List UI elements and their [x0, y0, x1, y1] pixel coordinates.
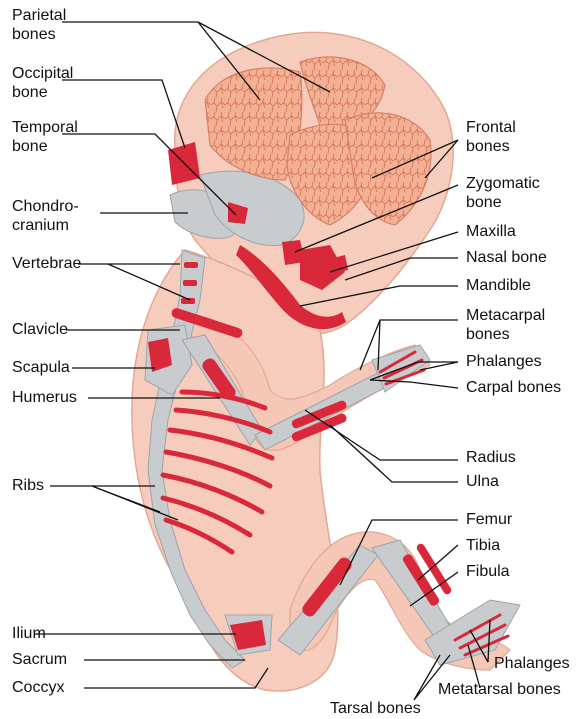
label-maxilla: Maxilla [466, 222, 516, 241]
label-nasal-bone: Nasal bone [466, 248, 547, 267]
label-ribs: Ribs [12, 476, 44, 495]
label-femur: Femur [466, 510, 512, 529]
label-parietal-bones: Parietal bones [12, 6, 92, 44]
label-coccyx: Coccyx [12, 678, 64, 697]
vertebra-1 [184, 262, 198, 268]
label-phalanges-foot: Phalanges [494, 654, 570, 673]
label-tibia: Tibia [466, 536, 500, 555]
label-metatarsal-bones: Metatarsal bones [438, 680, 561, 699]
label-tarsal-bones: Tarsal bones [330, 699, 421, 718]
label-radius: Radius [466, 448, 516, 467]
label-temporal-bone: Temporal bone [12, 118, 97, 156]
label-vertebrae: Vertebrae [12, 254, 81, 273]
label-fibula: Fibula [466, 562, 510, 581]
label-zygomatic-bone: Zygomatic bone [466, 174, 562, 212]
label-chondrocranium: Chondro-cranium [12, 197, 98, 235]
label-ulna: Ulna [466, 472, 499, 491]
label-carpal-bones: Carpal bones [466, 378, 561, 397]
label-metacarpal-bones: Metacarpal bones [466, 306, 556, 344]
vertebra-2 [183, 280, 197, 286]
leader-ulna [330, 425, 458, 482]
label-occipital-bone: Occipital bone [12, 64, 102, 102]
label-sacrum: Sacrum [12, 650, 67, 669]
label-frontal-bones: Frontal bones [466, 118, 556, 156]
label-humerus: Humerus [12, 388, 77, 407]
label-mandible: Mandible [466, 276, 531, 295]
label-clavicle: Clavicle [12, 320, 68, 339]
label-scapula: Scapula [12, 358, 70, 377]
label-phalanges-hand: Phalanges [466, 352, 542, 371]
label-ilium: Ilium [12, 624, 46, 643]
